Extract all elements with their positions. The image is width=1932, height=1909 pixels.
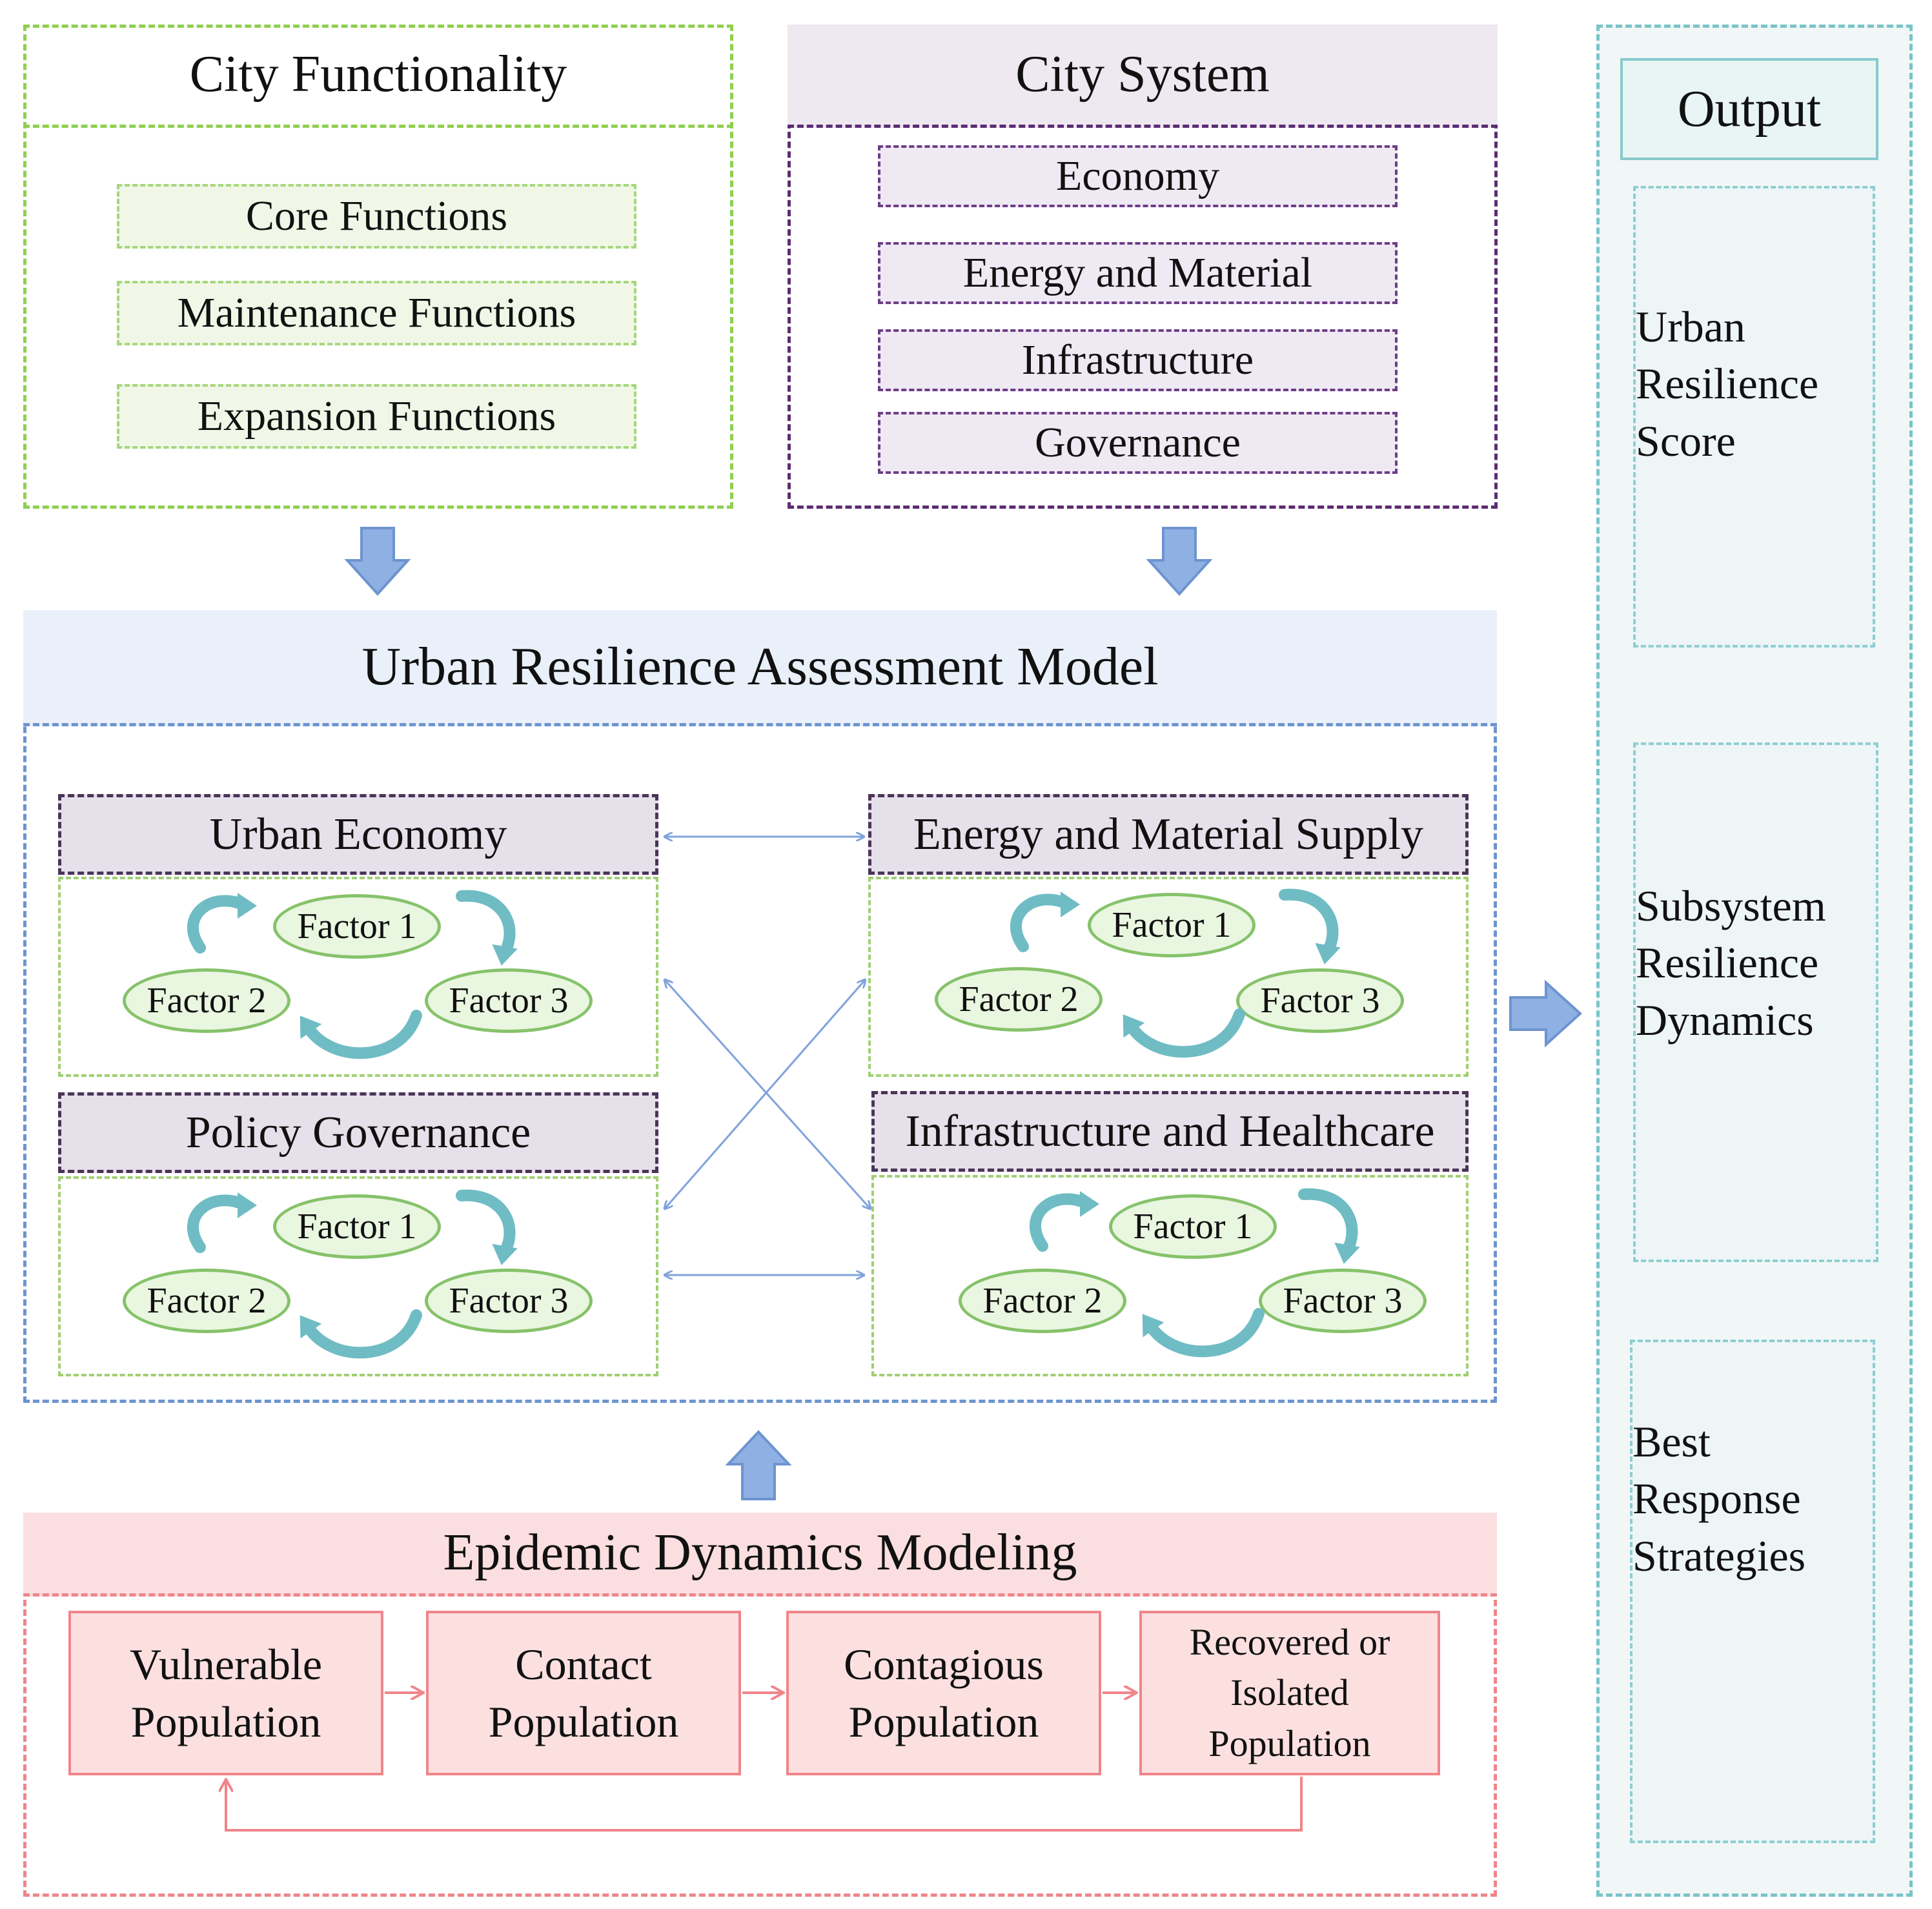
feedback-arrow [226,1777,1303,1832]
city-system-title: City System [788,25,1498,128]
stage-line: Isolated [1230,1671,1349,1714]
cycle-arrow-head [1061,892,1080,917]
factor-2-ellipse: Factor 2 [959,1269,1126,1333]
urban-resilience-score-box: Urban Resilience Score [1633,186,1875,648]
down-arrow-icon [1146,527,1213,596]
contact-population-box: Contact Population [426,1611,741,1775]
city-functionality-title: City Functionality [23,25,733,128]
cycle-arrow-head [1080,1191,1099,1217]
infrastructure-healthcare-title: Infrastructure and Healthcare [871,1091,1469,1172]
cycle-arrow-arc [1124,1008,1245,1058]
stage-line: Population [130,1697,321,1746]
stage-line: Population [1208,1722,1371,1764]
output-line: Dynamics [1636,995,1814,1045]
energy-material-supply-title: Energy and Material Supply [868,794,1469,875]
output-line: Urban [1636,302,1745,351]
output-line: Resilience [1636,359,1819,409]
output-line: Score [1636,416,1736,465]
cycle-arrow-arc [301,1010,422,1059]
urban-economy-factors [58,877,658,1077]
cycle-arrow-arc [301,1309,422,1359]
stage-line: Vulnerable [130,1640,322,1690]
infrastructure-box: Infrastructure [878,329,1398,391]
stage-line: Population [488,1697,679,1746]
cycle-arrow-head [238,893,257,919]
cycle-arrow-arc [456,1189,516,1260]
factor-1-ellipse: Factor 1 [1109,1194,1277,1259]
output-line: Strategies [1632,1531,1806,1580]
policy-governance-title: Policy Governance [58,1092,658,1173]
assessment-model-title: Urban Resilience Assessment Model [23,610,1497,726]
right-arrow-icon [1509,979,1582,1048]
energy-material-box: Energy and Material [878,242,1398,304]
output-line: Best [1632,1417,1711,1466]
output-line: Subsystem [1636,881,1826,930]
cycle-arrow-head [1315,943,1341,965]
cycle-arrow-arc [1030,1193,1093,1252]
factor-3-ellipse: Factor 3 [1236,968,1404,1033]
cycle-arrow-arc [1143,1308,1265,1358]
cycle-arrow-head [1334,1242,1360,1264]
factor-3-ellipse: Factor 3 [425,968,593,1033]
policy-governance-factors [58,1176,658,1376]
cycle-arrow-head [238,1192,257,1218]
cycle-arrow-arc [456,890,516,960]
maintenance-functions-box: Maintenance Functions [117,281,636,345]
stage-line: Contagious [844,1640,1044,1690]
cycle-arrow-head [300,1315,322,1339]
city-functionality-panel [23,25,733,509]
contagious-population-box: Contagious Population [786,1611,1101,1775]
cycle-arrow-head [492,944,518,966]
subsystem-resilience-dynamics-box: Subsystem Resilience Dynamics [1633,742,1878,1262]
cycle-arrow-arc [1010,893,1074,952]
factor-1-ellipse: Factor 1 [1088,893,1256,957]
cycle-arrows [187,888,1360,1359]
down-arrow-icon [344,527,411,596]
up-arrow-icon [725,1430,792,1500]
factor-3-ellipse: Factor 3 [1259,1269,1427,1333]
stage-line: Recovered or [1189,1621,1390,1664]
cycle-arrow-arc [1298,1188,1358,1258]
infrastructure-healthcare-factors [871,1175,1469,1376]
stage-line: Contact [515,1640,652,1690]
economy-box: Economy [878,145,1398,207]
interaction-arrow [665,980,865,1209]
factor-2-ellipse: Factor 2 [935,967,1103,1032]
urban-economy-title: Urban Economy [58,794,658,875]
output-title: Output [1620,58,1878,160]
stage-line: Population [848,1697,1039,1746]
factor-3-ellipse: Factor 3 [425,1269,593,1333]
epidemic-title: Epidemic Dynamics Modeling [23,1513,1497,1597]
core-functions-box: Core Functions [117,184,636,249]
best-response-strategies-box: Best Response Strategies [1630,1340,1875,1843]
expansion-functions-box: Expansion Functions [117,384,636,449]
governance-box: Governance [878,412,1398,474]
recovered-isolated-population-box: Recovered or Isolated Population [1139,1611,1440,1775]
vulnerable-population-box: Vulnerable Population [68,1611,383,1775]
factor-1-ellipse: Factor 1 [273,1194,441,1259]
output-line: Resilience [1636,938,1819,988]
cycle-arrow-arc [187,1194,251,1253]
cycle-arrow-head [300,1016,322,1039]
cycle-arrow-arc [1279,888,1339,959]
cycle-arrow-head [492,1243,518,1265]
factor-1-ellipse: Factor 1 [273,894,441,959]
factor-2-ellipse: Factor 2 [123,968,290,1033]
cycle-arrow-head [1123,1014,1145,1038]
output-line: Response [1632,1474,1801,1524]
cycle-arrow-arc [187,895,251,954]
cycle-arrow-head [1142,1314,1164,1338]
factor-2-ellipse: Factor 2 [123,1269,290,1333]
energy-material-supply-factors [868,877,1469,1077]
